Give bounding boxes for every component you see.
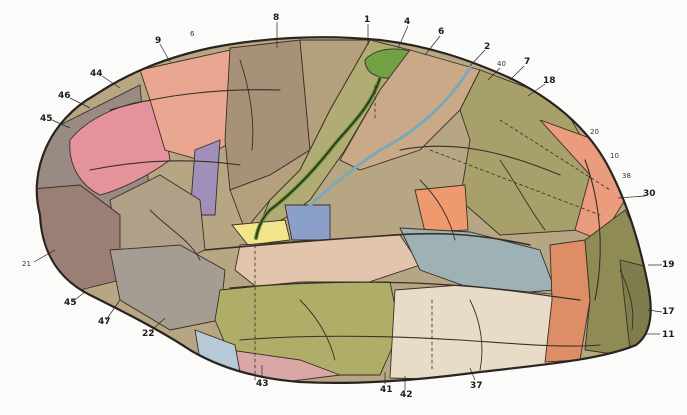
- label-37: 37: [470, 381, 483, 391]
- leader-9: [160, 44, 170, 62]
- label-45b: 45: [64, 298, 77, 308]
- label-46: 46: [58, 91, 71, 101]
- label-30: 30: [643, 189, 656, 199]
- label-19: 19: [662, 260, 675, 270]
- label-22: 22: [142, 329, 155, 339]
- label-7: 7: [524, 57, 530, 67]
- label-2: 2: [484, 42, 490, 52]
- leader-7: [510, 66, 524, 80]
- label-47: 47: [98, 317, 111, 327]
- label-1: 1: [364, 15, 370, 25]
- label-20: 20: [590, 128, 599, 136]
- label-8: 8: [273, 13, 279, 23]
- region-temporal-lower-cream: [390, 285, 575, 380]
- label-38: 38: [622, 172, 631, 180]
- region-angular-orange: [415, 185, 468, 232]
- label-43: 43: [256, 379, 269, 389]
- label-10: 10: [610, 152, 619, 160]
- label-21: 21: [22, 260, 31, 268]
- label-4: 4: [404, 17, 410, 27]
- label-17: 17: [662, 307, 675, 317]
- label-41: 41: [380, 385, 393, 395]
- label-45: 45: [40, 114, 53, 124]
- label-42: 42: [400, 390, 413, 400]
- label-6: 6: [438, 27, 444, 37]
- region-blue-patch: [285, 205, 330, 240]
- label-18: 18: [543, 76, 556, 86]
- label-9: 9: [155, 36, 161, 46]
- label-6b: 6: [190, 30, 195, 38]
- label-40: 40: [497, 60, 506, 68]
- label-11: 11: [662, 330, 675, 340]
- label-44: 44: [90, 69, 103, 79]
